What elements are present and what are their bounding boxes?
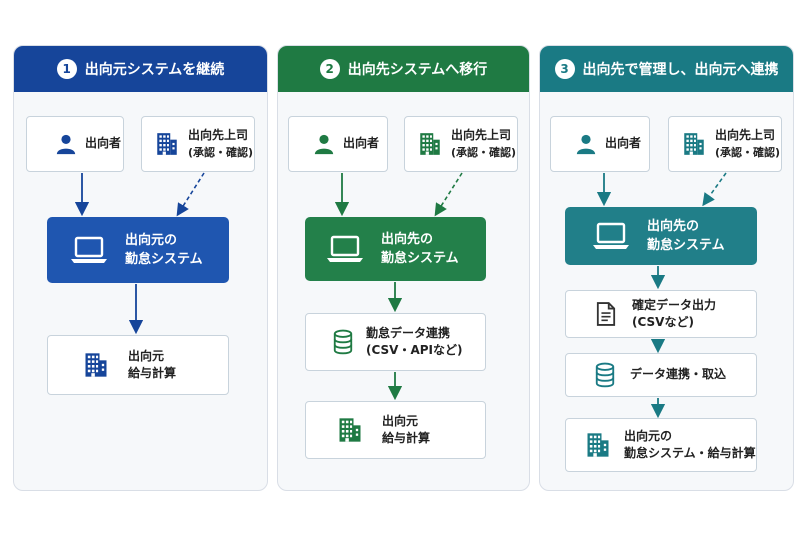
panel-header: 3 出向先で管理し、出向元へ連携 — [540, 46, 793, 92]
source-attendance-system: 出向元の 勤怠システム — [47, 217, 229, 283]
final-label-line1: 出向元の — [624, 428, 673, 443]
panel-title: 出向元システムを継続 — [84, 62, 225, 78]
system-label-line1: 出向先の — [381, 231, 434, 247]
supervisor-box: 出向先上司 (承認・確認) — [141, 116, 255, 172]
system-label-line1: 出向元の — [125, 232, 178, 248]
panel-manage-at-destination: 3 出向先で管理し、出向元へ連携 出向者 出向先上司 (承認・確認) 出向先の … — [539, 45, 794, 491]
employee-box: 出向者 — [550, 116, 650, 172]
panel-migrate-destination: 2 出向先システムへ移行 出向者 出向先上司 (承認・確認) 出向先の 勤怠シス… — [277, 45, 530, 491]
supervisor-role: (承認・確認) — [188, 145, 254, 159]
export-label: 確定データ出力 — [632, 297, 717, 312]
employee-label: 出向者 — [343, 136, 380, 151]
import-label: データ連携・取込 — [630, 367, 727, 382]
export-format: (CSVなど) — [632, 315, 694, 329]
panel-title: 出向先で管理し、出向元へ連携 — [582, 62, 779, 78]
destination-attendance-system: 出向先の 勤怠システム — [305, 217, 486, 281]
destination-attendance-system: 出向先の 勤怠システム — [565, 207, 757, 265]
employee-label: 出向者 — [605, 136, 642, 151]
final-label-line2: 勤怠システム・給与計算 — [624, 446, 756, 460]
panel-header: 1 出向元システムを継続 — [14, 46, 267, 92]
panel-continue-source: 1 出向元システムを継続 出向者 出向先上司 (承認・確認) 出向元の 勤怠シス… — [13, 45, 268, 491]
panel-title: 出向先システムへ移行 — [347, 62, 488, 78]
export-box: 確定データ出力 (CSVなど) — [565, 290, 757, 338]
step-number-badge: 2 — [319, 59, 340, 79]
supervisor-role: (承認・確認) — [451, 145, 517, 159]
employee-label: 出向者 — [85, 136, 122, 151]
payroll-label-line2: 給与計算 — [382, 431, 431, 445]
system-label-line2: 勤怠システム — [381, 251, 459, 266]
payroll-label-line1: 出向元 — [382, 413, 419, 428]
system-label-line2: 勤怠システム — [125, 252, 203, 267]
supervisor-label: 出向先上司 — [188, 128, 249, 143]
step-number-badge: 1 — [56, 59, 77, 79]
employee-box: 出向者 — [288, 116, 388, 172]
step-number-badge: 3 — [554, 59, 575, 79]
employee-box: 出向者 — [26, 116, 124, 172]
payroll-box: 出向元 給与計算 — [47, 335, 229, 395]
final-box: 出向元の 勤怠システム・給与計算 — [565, 418, 757, 472]
supervisor-box: 出向先上司 (承認・確認) — [404, 116, 518, 172]
data-link-label: 勤怠データ連携 — [366, 325, 451, 340]
panel-header: 2 出向先システムへ移行 — [278, 46, 529, 92]
payroll-box: 出向元 給与計算 — [305, 401, 486, 459]
flow-arrows — [334, 172, 463, 401]
system-label-line2: 勤怠システム — [647, 238, 725, 253]
supervisor-label: 出向先上司 — [451, 128, 512, 143]
flow-arrows — [74, 172, 205, 335]
system-label-line1: 出向先の — [647, 218, 700, 234]
payroll-label-line2: 給与計算 — [128, 366, 177, 380]
supervisor-role: (承認・確認) — [715, 145, 781, 159]
flow-arrows — [596, 172, 727, 419]
data-link-box: 勤怠データ連携 (CSV・APIなど) — [305, 313, 486, 371]
data-link-method: (CSV・APIなど) — [366, 343, 463, 357]
payroll-label-line1: 出向元 — [128, 348, 165, 363]
supervisor-label: 出向先上司 — [715, 128, 776, 143]
import-box: データ連携・取込 — [565, 353, 757, 397]
supervisor-box: 出向先上司 (承認・確認) — [668, 116, 782, 172]
